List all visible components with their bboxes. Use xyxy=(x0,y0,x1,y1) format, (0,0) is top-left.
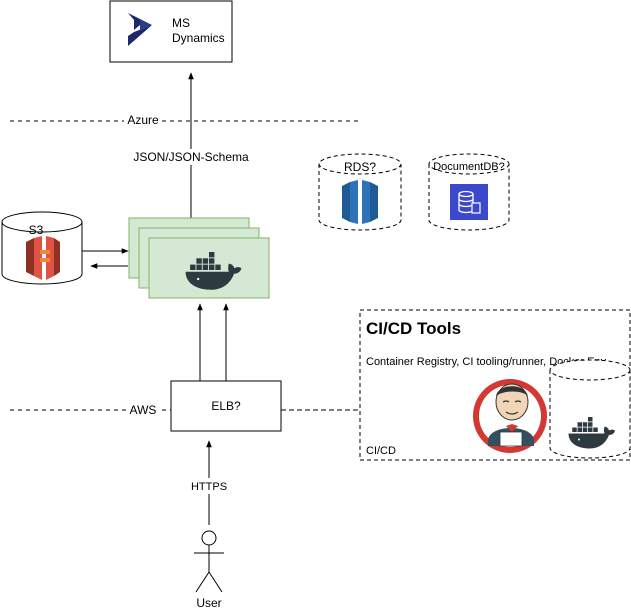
aws-zone-label: AWS xyxy=(130,403,157,417)
cicd-footer-label: CI/CD xyxy=(366,445,396,457)
s3-label: S3 xyxy=(29,223,44,237)
rds-icon xyxy=(342,180,378,224)
ms-dynamics-label-line2: Dynamics xyxy=(172,31,225,45)
s3-bucket-icon xyxy=(26,236,60,280)
container-stack[interactable] xyxy=(128,217,270,299)
elb-label: ELB? xyxy=(211,399,241,413)
cicd-title: CI/CD Tools xyxy=(366,319,461,338)
elb-node[interactable]: ELB? xyxy=(170,380,282,432)
docker-env-cylinder xyxy=(549,359,631,459)
documentdb-label: DocumentDB? xyxy=(433,161,505,173)
user-stick-figure-icon xyxy=(194,530,224,593)
documentdb-database[interactable]: DocumentDB? xyxy=(428,153,510,231)
cicd-description: Container Registry, CI tooling/runner, D… xyxy=(366,356,608,368)
azure-zone-label: Azure xyxy=(127,113,159,127)
jenkins-icon xyxy=(473,379,547,453)
https-edge-label: HTTPS xyxy=(191,481,227,493)
rds-database[interactable]: RDS? xyxy=(318,153,402,231)
s3-bucket[interactable]: S3 xyxy=(1,211,83,285)
dynamics-logo-icon xyxy=(128,13,152,46)
documentdb-icon xyxy=(450,184,488,220)
rds-label: RDS? xyxy=(344,160,376,174)
json-edge-label: JSON/JSON-Schema xyxy=(133,150,249,164)
user-actor[interactable]: User xyxy=(194,530,224,610)
cicd-tools-panel[interactable]: CI/CD Tools Container Registry, CI tooli… xyxy=(359,309,631,461)
user-label: User xyxy=(196,596,221,610)
ms-dynamics-node[interactable]: MS Dynamics xyxy=(109,0,233,63)
ms-dynamics-label-line1: MS xyxy=(172,16,190,30)
